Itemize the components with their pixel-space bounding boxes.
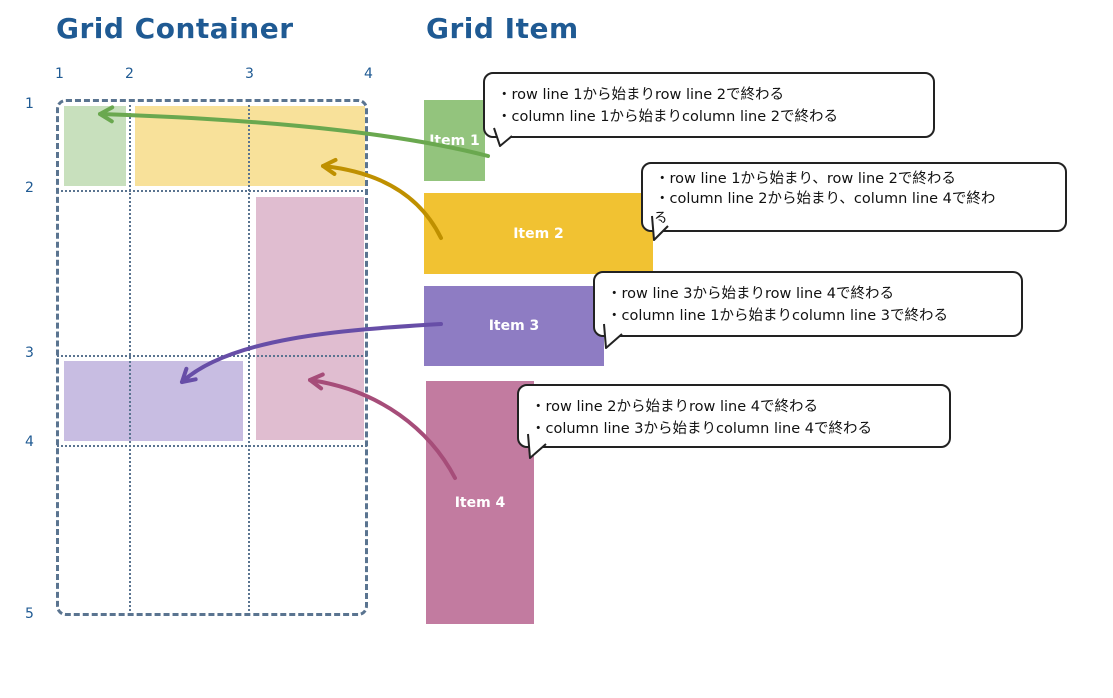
item-4-label: Item 4 xyxy=(454,494,506,511)
item-1-box: Item 1 xyxy=(424,100,485,181)
column-line-number: 3 xyxy=(245,66,254,82)
column-line-3 xyxy=(248,100,250,615)
item-2-bubble: ・row line 1から始まり、row line 2で終わる ・column … xyxy=(641,162,1067,232)
bubble-line: ・row line 1から始まり、row line 2で終わる xyxy=(655,171,956,187)
item-2-arrow xyxy=(321,164,443,240)
item-1-arrowhead xyxy=(98,105,115,124)
item-2-arrowhead xyxy=(321,157,338,176)
column-line-2 xyxy=(129,100,131,615)
item-2-box: Item 2 xyxy=(424,193,653,274)
grid-container-title: Grid Container xyxy=(56,12,294,45)
column-line-number: 4 xyxy=(364,66,373,82)
item-4-box: Item 4 xyxy=(426,381,534,624)
grid-container-frame xyxy=(56,99,368,616)
item-3-label: Item 3 xyxy=(488,318,540,334)
item-3-box: Item 3 xyxy=(424,286,604,366)
row-line-4 xyxy=(57,445,367,447)
row-line-number: 4 xyxy=(25,434,34,450)
placed-item-1 xyxy=(64,106,126,186)
placed-item-4 xyxy=(256,197,364,440)
bubble-line: ・column line 2から始まり、column line 4で終わ xyxy=(655,191,996,207)
item-2-label: Item 2 xyxy=(513,225,564,242)
item-4-arrow xyxy=(308,378,457,480)
row-line-number: 1 xyxy=(25,96,34,112)
item-3-arrow xyxy=(180,322,443,384)
item-4-bubble: ・row line 2から始まりrow line 4で終わる ・column l… xyxy=(517,384,951,448)
bubble-line: ・row line 1から始まりrow line 2で終わる xyxy=(497,87,784,103)
bubble-line: ・column line 1から始まりcolumn line 3で終わる xyxy=(607,308,948,324)
column-line-number: 1 xyxy=(55,66,64,82)
placed-item-3 xyxy=(64,361,243,441)
item-3-arrowhead xyxy=(180,366,198,384)
bubble-line: ・column line 3から始まりcolumn line 4で終わる xyxy=(531,421,872,437)
placed-item-2 xyxy=(135,106,365,186)
item-3-bubble-tail xyxy=(603,323,623,349)
item-2-bubble-tail xyxy=(651,215,669,241)
row-line-number: 5 xyxy=(25,606,34,622)
item-4-bubble-tail xyxy=(527,433,547,459)
bubble-line: ・column line 1から始まりcolumn line 2で終わる xyxy=(497,109,838,125)
row-line-3 xyxy=(57,355,367,357)
bubble-line: ・row line 3から始まりrow line 4で終わる xyxy=(607,286,894,302)
grid-item-title: Grid Item xyxy=(426,12,579,45)
bubble-line: ・row line 2から始まりrow line 4で終わる xyxy=(531,399,818,415)
row-line-number: 2 xyxy=(25,180,34,196)
item-1-bubble: ・row line 1から始まりrow line 2で終わる ・column l… xyxy=(483,72,935,138)
item-3-bubble: ・row line 3から始まりrow line 4で終わる ・column l… xyxy=(593,271,1023,337)
item-1-arrow xyxy=(98,112,490,158)
bubble-tails xyxy=(493,127,669,459)
item-1-bubble-tail xyxy=(493,127,513,147)
column-line-number: 2 xyxy=(125,66,134,82)
item-4-arrowhead xyxy=(308,372,325,391)
row-line-number: 3 xyxy=(25,345,34,361)
row-line-2 xyxy=(57,190,367,192)
